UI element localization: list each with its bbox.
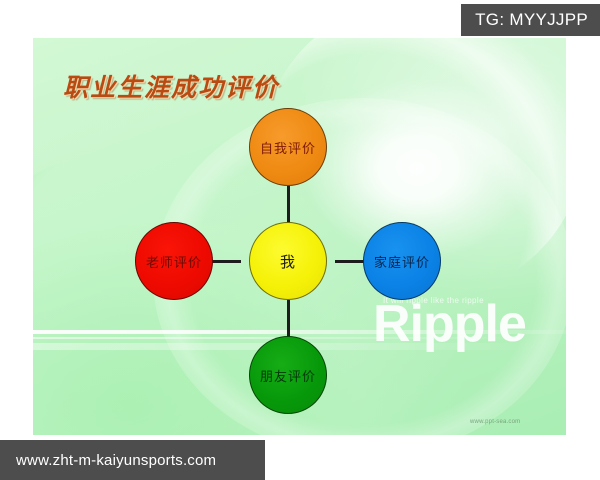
connector-center-to-bottom: [287, 300, 290, 350]
site-url-bar: www.zht-m-kaiyunsports.com: [0, 440, 265, 480]
diagram-node-self-evaluation[interactable]: 自我评价: [249, 108, 327, 186]
connector-center-to-left: [191, 260, 241, 263]
connector-center-to-right: [335, 260, 387, 263]
ripple-watermark-url: www.ppt-sea.com: [470, 419, 521, 425]
diagram-node-teacher-evaluation[interactable]: 老师评价: [135, 222, 213, 300]
connector-center-to-top: [287, 176, 290, 224]
slide-title: 职业生涯成功评价: [63, 75, 280, 102]
tg-badge: TG: MYYJJPP: [461, 4, 600, 36]
diagram-node-family-evaluation[interactable]: 家庭评价: [363, 222, 441, 300]
diagram-node-center-me[interactable]: 我: [249, 222, 327, 300]
evaluation-diagram: 自我评价 老师评价 我 家庭评价 朋友评价: [33, 38, 566, 435]
diagram-node-friend-evaluation[interactable]: 朋友评价: [249, 336, 327, 414]
presentation-slide: 职业生涯成功评价 It will ripple like the ripple …: [33, 38, 566, 435]
